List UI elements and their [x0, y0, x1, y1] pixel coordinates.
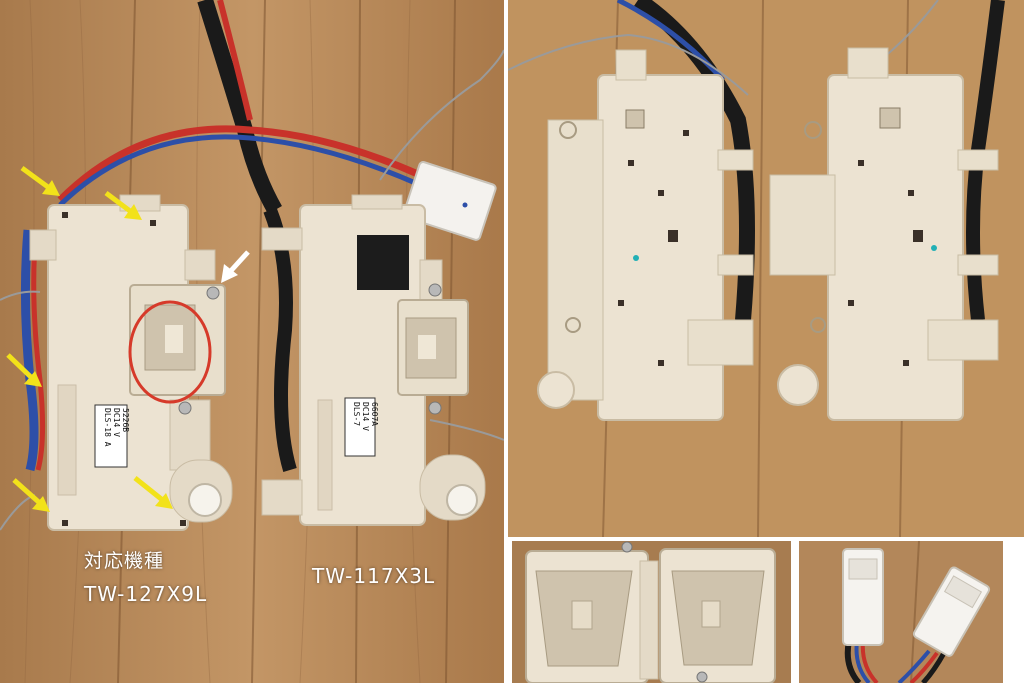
caption-model-tw-117x3l: TW-117X3L	[312, 564, 436, 588]
red-circle-annotation	[128, 300, 212, 404]
unit-label-right-line2: DC14 V	[361, 402, 370, 431]
unit-label-left-line1: DLS-18 A	[103, 408, 112, 447]
yellow-arrow-icon	[133, 476, 173, 509]
yellow-arrow-icon	[6, 353, 42, 387]
lock-unit-back-right	[769, 47, 999, 421]
photo-panel-back-view	[508, 0, 1024, 537]
caption-compatible-models: 対応機種	[84, 550, 165, 572]
unit-label-left-line3: 5226B	[121, 408, 130, 432]
photo-panel-connector-closeup	[799, 541, 1003, 683]
yellow-arrow-annotations	[6, 165, 173, 512]
connector-closeup-photo	[799, 541, 1003, 683]
photo-panel-front-view: DLS-18 A DC14 V 5226B DLS-7 DC	[0, 0, 504, 683]
back-view-photo	[508, 0, 1024, 537]
photo-panel-slot-closeup	[512, 541, 791, 683]
wire-connector-female	[842, 548, 884, 646]
unit-label-right-line1: DLS-7	[352, 402, 361, 426]
unit-label-left-line2: DC14 V	[112, 408, 121, 437]
yellow-arrow-icon	[12, 478, 50, 512]
lock-unit-back-left	[537, 49, 754, 421]
yellow-arrow-icon	[104, 191, 142, 220]
white-arrow-icon	[221, 250, 250, 283]
slot-closeup-photo	[512, 541, 791, 683]
wire-connector	[402, 161, 497, 241]
wire-connector-male	[912, 566, 991, 657]
caption-model-tw-127x9l: TW-127X9L	[84, 582, 208, 606]
latch-slot-left	[525, 550, 659, 683]
latch-slot-right	[621, 541, 776, 683]
yellow-arrow-icon	[20, 165, 60, 196]
lock-unit-right: DLS-7 DC14 V 6607A	[261, 194, 486, 526]
front-view-photo: DLS-18 A DC14 V 5226B DLS-7 DC	[0, 0, 504, 683]
unit-label-right-line3: 6607A	[370, 402, 379, 426]
lock-unit-left: DLS-18 A DC14 V 5226B	[29, 194, 233, 531]
